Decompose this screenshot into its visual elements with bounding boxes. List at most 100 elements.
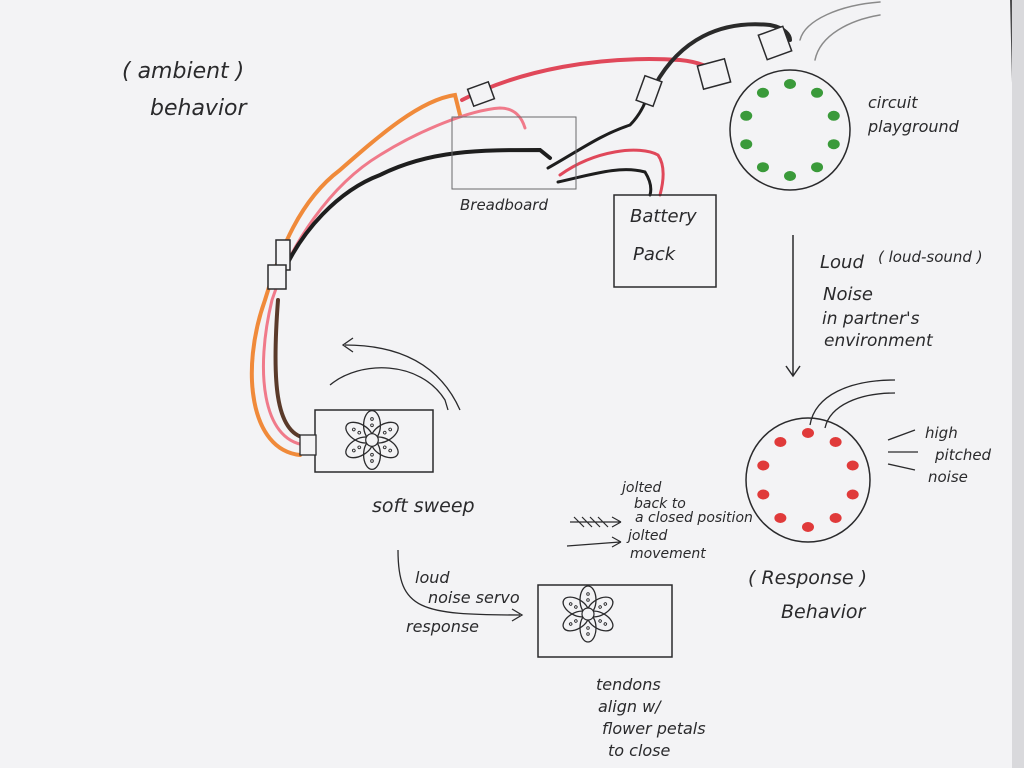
- down-arrow: [785, 235, 801, 378]
- response-arrow: [397, 549, 524, 622]
- environment-label: environment: [824, 331, 934, 351]
- jolted-label-4: jolted: [626, 528, 667, 544]
- petal-dot: [598, 619, 602, 623]
- paper-edge-shadow: [1012, 0, 1024, 768]
- flower-center: [581, 607, 595, 621]
- tendons-label-3: flower petals: [602, 719, 706, 738]
- petal-dot: [574, 619, 578, 623]
- tendons-label-4: to close: [608, 741, 671, 760]
- loud-sound-label: ( loud-sound ): [878, 248, 983, 266]
- petal-dot: [382, 430, 387, 435]
- tendons-label-1: tendons: [596, 675, 661, 694]
- connector: [696, 57, 732, 91]
- loud-servo-label-3: response: [406, 617, 479, 636]
- petal-dot: [388, 427, 393, 432]
- jolt-arrow-hatched: [570, 516, 622, 528]
- battery-pack-label-2: Pack: [633, 244, 677, 265]
- wires: [249, 1, 881, 457]
- petal-dot: [370, 452, 374, 457]
- circuit-playground-bottom: [745, 417, 871, 543]
- red-led: [846, 460, 859, 471]
- petal-dot: [568, 622, 573, 626]
- loud-servo-label-1: loud: [415, 568, 450, 587]
- petal-dot: [370, 423, 374, 428]
- red-led: [774, 436, 787, 447]
- wire-orange: [249, 92, 462, 457]
- petal-dot: [586, 632, 590, 636]
- servo-connector: [299, 434, 317, 456]
- green-led: [756, 87, 769, 98]
- petal-dot: [382, 445, 387, 450]
- sweep-arrow-forward: [329, 367, 449, 411]
- petal-dot: [351, 448, 356, 453]
- ambient-label-2: behavior: [150, 96, 249, 121]
- petal-dot: [370, 459, 374, 463]
- flower-bottom: [562, 585, 614, 643]
- petal-dot: [388, 448, 393, 453]
- green-led: [811, 162, 824, 173]
- red-led: [802, 428, 814, 438]
- green-led-ring: [740, 79, 840, 181]
- green-led: [811, 87, 824, 98]
- red-led: [829, 436, 842, 447]
- petal-dot: [574, 605, 578, 609]
- response-label-2: Behavior: [781, 601, 867, 623]
- green-led: [740, 110, 753, 121]
- noise-label-2: noise: [928, 468, 968, 486]
- red-led: [829, 513, 842, 524]
- servo-box-bottom: [537, 584, 673, 658]
- breadboard-box: [451, 116, 577, 190]
- red-led: [757, 460, 770, 471]
- petal-dot: [357, 430, 362, 435]
- wire-brown: [273, 298, 307, 440]
- breadboard-label: Breadboard: [460, 196, 548, 214]
- red-led: [846, 489, 859, 500]
- wire-red-battery: [558, 148, 665, 197]
- connectors: [267, 25, 793, 290]
- connector: [267, 264, 287, 290]
- pitched-label: pitched: [934, 446, 992, 464]
- petal-dot: [568, 602, 573, 606]
- jolted-label-2: back to: [634, 496, 686, 512]
- noise-label: Noise: [823, 284, 873, 305]
- jolted-label-5: movement: [630, 546, 706, 562]
- wire-pink: [262, 106, 527, 447]
- green-led: [784, 171, 796, 181]
- partner-label: in partner's: [822, 309, 920, 329]
- petal-dot: [370, 417, 374, 421]
- ambient-label-1: ( ambient ): [122, 59, 244, 84]
- green-led: [740, 139, 753, 150]
- red-led-ring: [757, 428, 859, 532]
- high-label: high: [925, 424, 958, 442]
- loud-servo-label-2: noise servo: [428, 588, 520, 607]
- response-label-1: ( Response ): [748, 567, 867, 589]
- green-led: [784, 79, 796, 89]
- jolt-arrow: [566, 536, 622, 548]
- petal-dot: [357, 445, 362, 450]
- wire-grey-top: [653, 22, 792, 87]
- green-led: [756, 162, 769, 173]
- sound-lines: [887, 429, 918, 471]
- circuit-playground-label-1: circuit: [868, 93, 918, 112]
- sweep-arrow-back: [341, 337, 461, 411]
- petal-dot: [351, 427, 356, 432]
- petal-dot: [586, 626, 590, 630]
- red-led: [802, 522, 814, 532]
- green-led: [827, 110, 840, 121]
- red-led: [757, 489, 770, 500]
- petal-dot: [603, 602, 608, 606]
- flower-top: [345, 409, 399, 471]
- petal-dot: [598, 605, 602, 609]
- battery-pack-label-1: Battery: [630, 206, 697, 227]
- jolted-label-1: jolted: [620, 480, 661, 496]
- petal-dot: [586, 592, 590, 596]
- flower-center: [365, 433, 379, 447]
- playground-lines-top: [799, 1, 881, 61]
- red-led: [774, 513, 787, 524]
- green-led: [827, 139, 840, 150]
- soft-sweep-label: soft sweep: [372, 495, 475, 517]
- connector: [466, 80, 496, 108]
- connector: [757, 25, 793, 61]
